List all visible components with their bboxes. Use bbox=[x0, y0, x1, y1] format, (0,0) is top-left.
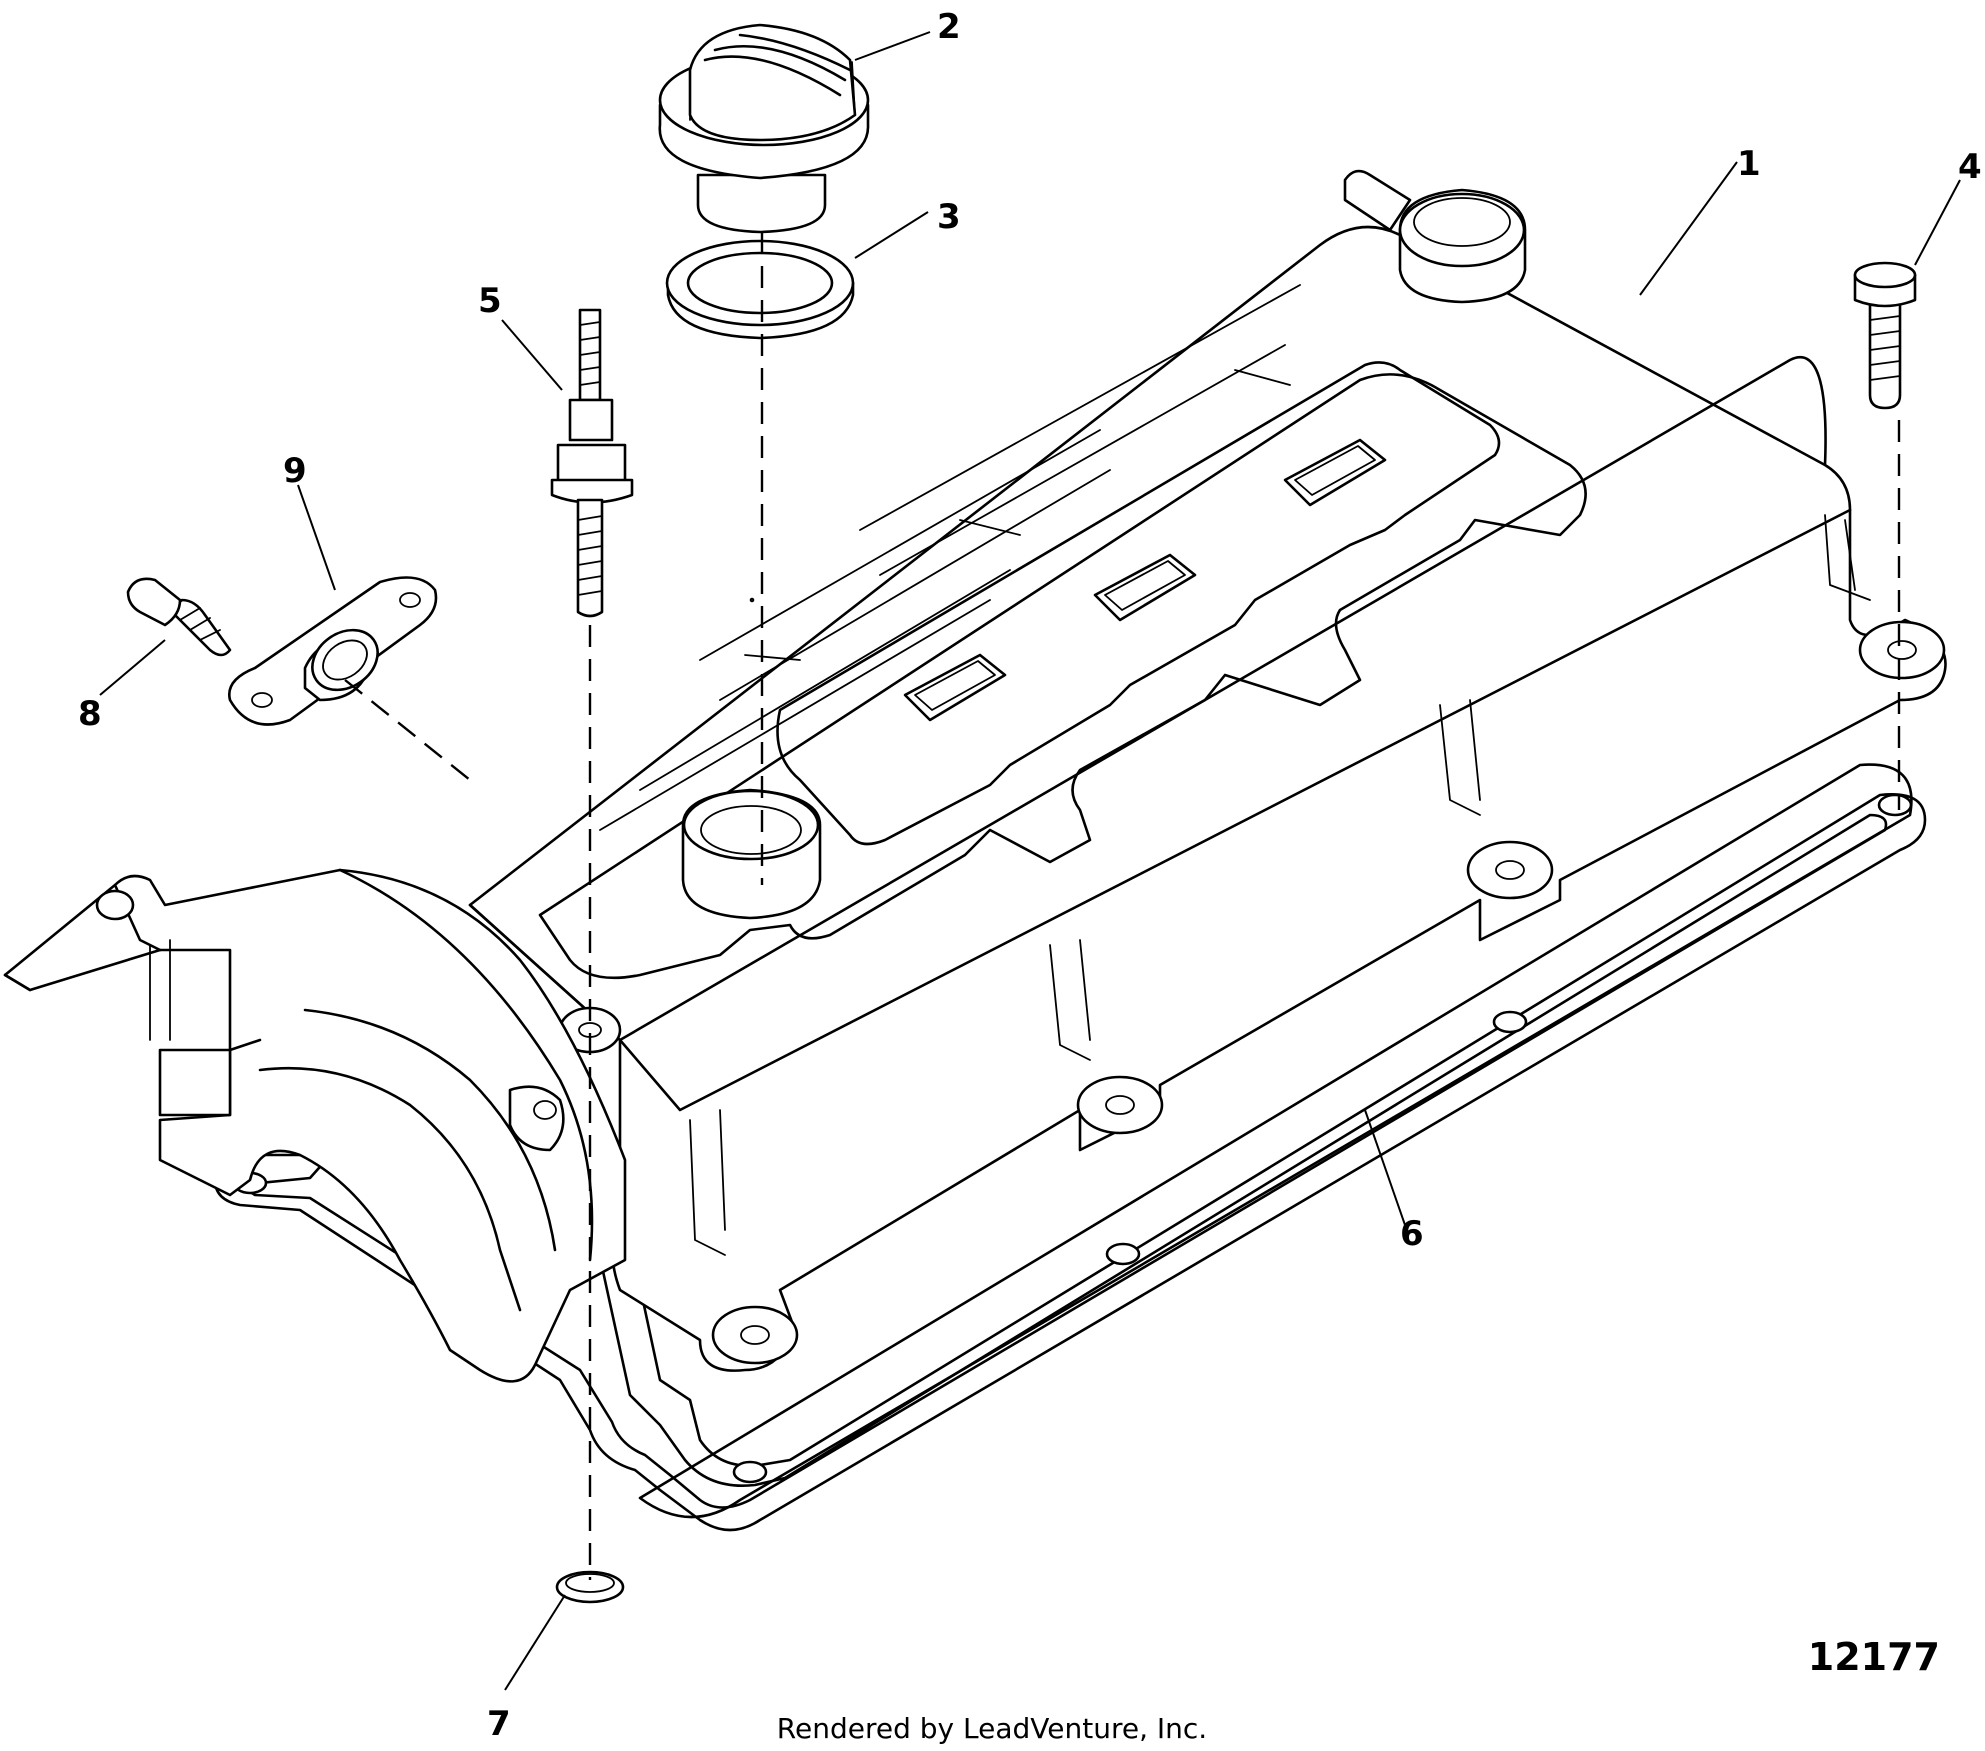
part-2-oil-filler-cap bbox=[658, 23, 870, 234]
callout-7: 7 bbox=[487, 1704, 511, 1744]
part-3-seal-ring bbox=[665, 239, 855, 340]
callout-3: 3 bbox=[937, 197, 961, 237]
part-1-valve-cover bbox=[3, 169, 1947, 1383]
callout-6: 6 bbox=[1400, 1214, 1424, 1254]
part-7-o-ring bbox=[555, 1570, 625, 1604]
part-9-seal-plate bbox=[228, 576, 438, 726]
timing-arch bbox=[3, 868, 627, 1383]
render-credit: Rendered by LeadVenture, Inc. bbox=[777, 1712, 1207, 1745]
breather-boss bbox=[1343, 169, 1527, 304]
cover-bolt-bosses bbox=[558, 620, 1946, 1365]
part-6-gasket bbox=[211, 763, 1927, 1532]
part-4-bolt bbox=[1853, 261, 1917, 410]
figure-number: 12177 bbox=[1808, 1635, 1940, 1679]
part-8-bolt bbox=[126, 577, 232, 657]
part-5-stud bbox=[550, 308, 634, 618]
callout-2: 2 bbox=[937, 7, 961, 47]
callout-4: 4 bbox=[1958, 147, 1982, 187]
side-ribs bbox=[689, 514, 1871, 1256]
assembly-lines bbox=[344, 232, 1901, 1580]
leader-lines bbox=[99, 31, 1961, 1691]
oil-filler-neck bbox=[681, 597, 822, 920]
callout-5: 5 bbox=[478, 281, 502, 321]
callout-labels: 1 2 3 4 5 6 7 8 9 bbox=[78, 7, 1982, 1744]
callout-9: 9 bbox=[283, 451, 307, 491]
callout-1: 1 bbox=[1737, 144, 1761, 184]
callout-8: 8 bbox=[78, 694, 102, 734]
cover-windows bbox=[903, 438, 1387, 722]
